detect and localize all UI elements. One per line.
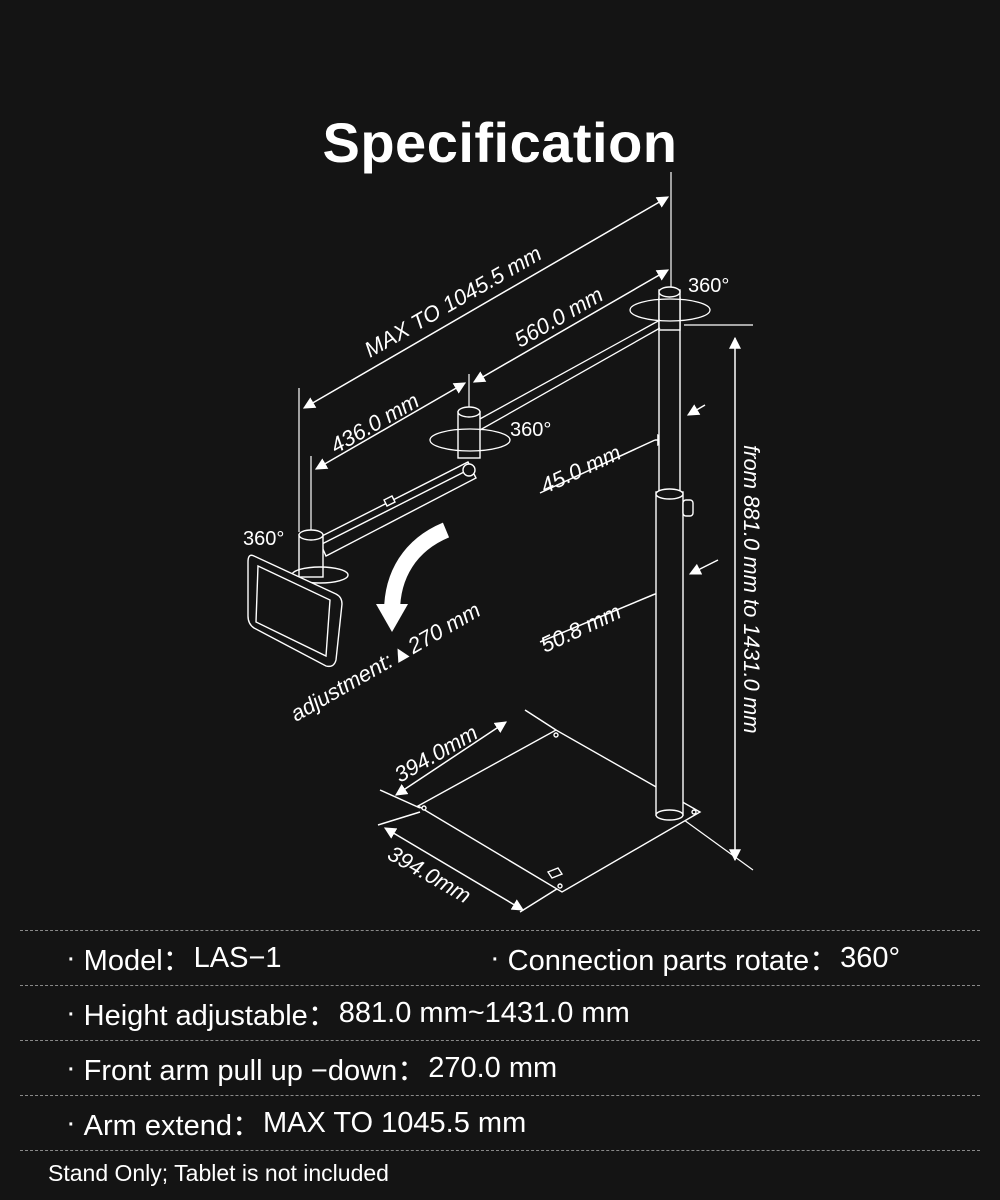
stand-diagram: MAX TO 1045.5 mm 560.0 mm 436.0 mm 45.0 … (243, 172, 764, 913)
spec-value: 881.0 mm~1431.0 mm (338, 996, 630, 1029)
pole (655, 286, 694, 821)
spec-row-model: · Model： LAS−1 · Connection parts rotate… (20, 930, 980, 985)
base-width-label: 394.0mm (390, 720, 482, 788)
spec-label: Connection parts rotate： (507, 945, 839, 977)
page-title: Specification (322, 111, 678, 174)
dimension-lines (302, 196, 741, 913)
rotation-mid-label: 360° (510, 419, 551, 441)
dim-508-label: 50.8 mm (537, 599, 625, 658)
spec-label: Height adjustable： (83, 1000, 337, 1032)
base-plate (416, 729, 702, 893)
spec-row-arm-extend: · Arm extend： MAX TO 1045.5 mm (20, 1095, 980, 1151)
dim-45-label: 45.0 mm (537, 440, 625, 499)
front-joint (291, 529, 349, 584)
spec-label: Arm extend： (83, 1110, 261, 1142)
bullet: · (66, 996, 76, 1029)
dim-height-label: from 881.0 mm to 1431.0 mm (739, 445, 764, 734)
bullet: · (66, 941, 76, 974)
spec-label: Front arm pull up −down： (83, 1055, 427, 1087)
mid-rotation-ring (429, 428, 511, 452)
rotation-left-label: 360° (243, 528, 284, 550)
bullet: · (490, 941, 500, 974)
spec-row-height: · Height adjustable： 881.0 mm~1431.0 mm (20, 985, 980, 1040)
bullet: · (66, 1106, 76, 1139)
spec-value: MAX TO 1045.5 mm (262, 1106, 527, 1139)
spec-row-front-arm: · Front arm pull up −down： 270.0 mm (20, 1040, 980, 1095)
spec-value: 360° (840, 941, 901, 974)
spec-label: Model： (83, 945, 192, 977)
front-arm (317, 461, 477, 557)
footnote: Stand Only; Tablet is not included (48, 1160, 389, 1186)
spec-value: 270.0 mm (428, 1051, 558, 1084)
spec-list: · Model： LAS−1 · Connection parts rotate… (20, 930, 980, 1151)
spec-height: · Height adjustable： 881.0 mm~1431.0 mm (20, 992, 630, 1034)
spec-rotation: · Connection parts rotate： 360° (444, 937, 900, 979)
rotation-top-label: 360° (688, 275, 729, 297)
spec-value: LAS−1 (193, 941, 282, 974)
dim-436-label: 436.0 mm (326, 388, 423, 459)
top-rotation-ring (629, 298, 711, 322)
base-depth-label: 394.0mm (384, 841, 476, 909)
dim-560-label: 560.0 mm (510, 282, 607, 353)
adjustment-arrow (376, 522, 450, 632)
spec-arm-extend: · Arm extend： MAX TO 1045.5 mm (20, 1102, 526, 1144)
bullet: · (66, 1051, 76, 1084)
upper-arm (477, 319, 661, 431)
spec-front-arm: · Front arm pull up −down： 270.0 mm (20, 1047, 557, 1089)
tablet (247, 554, 343, 668)
mid-joint (457, 406, 481, 459)
spec-model: · Model： LAS−1 (20, 937, 282, 979)
